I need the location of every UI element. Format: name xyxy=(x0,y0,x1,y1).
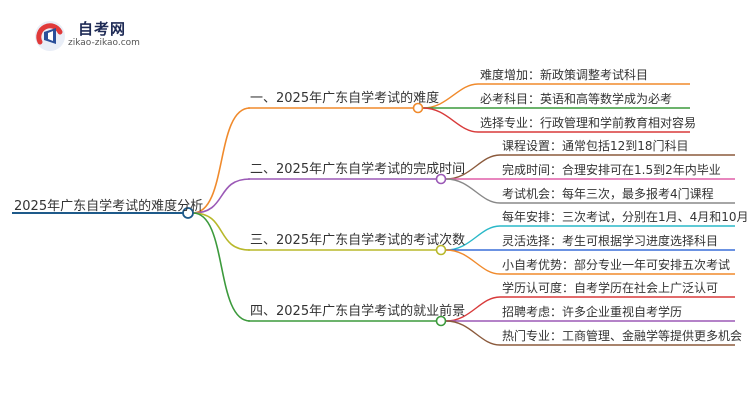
branch-4: 四、2025年广东自学考试的就业前景 xyxy=(250,304,466,319)
branch-3: 三、2025年广东自学考试的考试次数 xyxy=(250,233,466,248)
branch-connector xyxy=(192,107,251,214)
leaf-2-2: 完成时间：合理安排可在1.5到2年内毕业 xyxy=(502,163,721,177)
leaf-connector xyxy=(445,178,501,204)
leaf-connector xyxy=(422,107,479,133)
leaf-connector xyxy=(445,249,501,275)
leaf-1-2: 必考科目：英语和高等数学成为必考 xyxy=(480,92,673,106)
branch-node xyxy=(435,315,447,327)
leaf-3-1: 每年安排：三次考试，分别在1月、4月和10月 xyxy=(502,210,749,224)
mindmap-root: 2025年广东自学考试的难度分析 xyxy=(14,199,204,214)
branch-node xyxy=(412,102,424,114)
leaf-4-3: 热门专业：工商管理、金融学等提供更多机会 xyxy=(502,329,743,343)
leaf-connector xyxy=(445,320,501,346)
branch-2: 二、2025年广东自学考试的完成时间 xyxy=(250,162,466,177)
branch-node xyxy=(435,173,447,185)
leaf-3-2: 灵活选择：考生可根据学习进度选择科目 xyxy=(502,234,719,248)
leaf-1-3: 选择专业：行政管理和学前教育相对容易 xyxy=(480,116,697,130)
branch-1: 一、2025年广东自学考试的难度 xyxy=(250,91,440,106)
leaf-2-1: 课程设置：通常包括12到18门科目 xyxy=(502,139,689,153)
branch-connector xyxy=(192,212,251,322)
root-node xyxy=(182,207,194,219)
leaf-4-2: 招聘考虑：许多企业重视自考学历 xyxy=(502,305,683,319)
leaf-3-3: 小自考优势：部分专业一年可安排五次考试 xyxy=(502,258,731,272)
branch-node xyxy=(435,244,447,256)
logo-title: 自考网 xyxy=(78,20,127,38)
leaf-1-1: 难度增加：新政策调整考试科目 xyxy=(480,68,649,82)
logo-icon xyxy=(35,21,65,51)
leaf-2-3: 考试机会：每年三次，最多报考4门课程 xyxy=(502,187,714,201)
logo-url: zikao-zikao.com xyxy=(68,38,140,48)
branch-connector xyxy=(192,178,251,214)
logo[interactable] xyxy=(30,16,140,56)
leaf-4-1: 学历认可度：自考学历在社会上广泛认可 xyxy=(502,281,719,295)
branch-connector xyxy=(192,212,251,251)
